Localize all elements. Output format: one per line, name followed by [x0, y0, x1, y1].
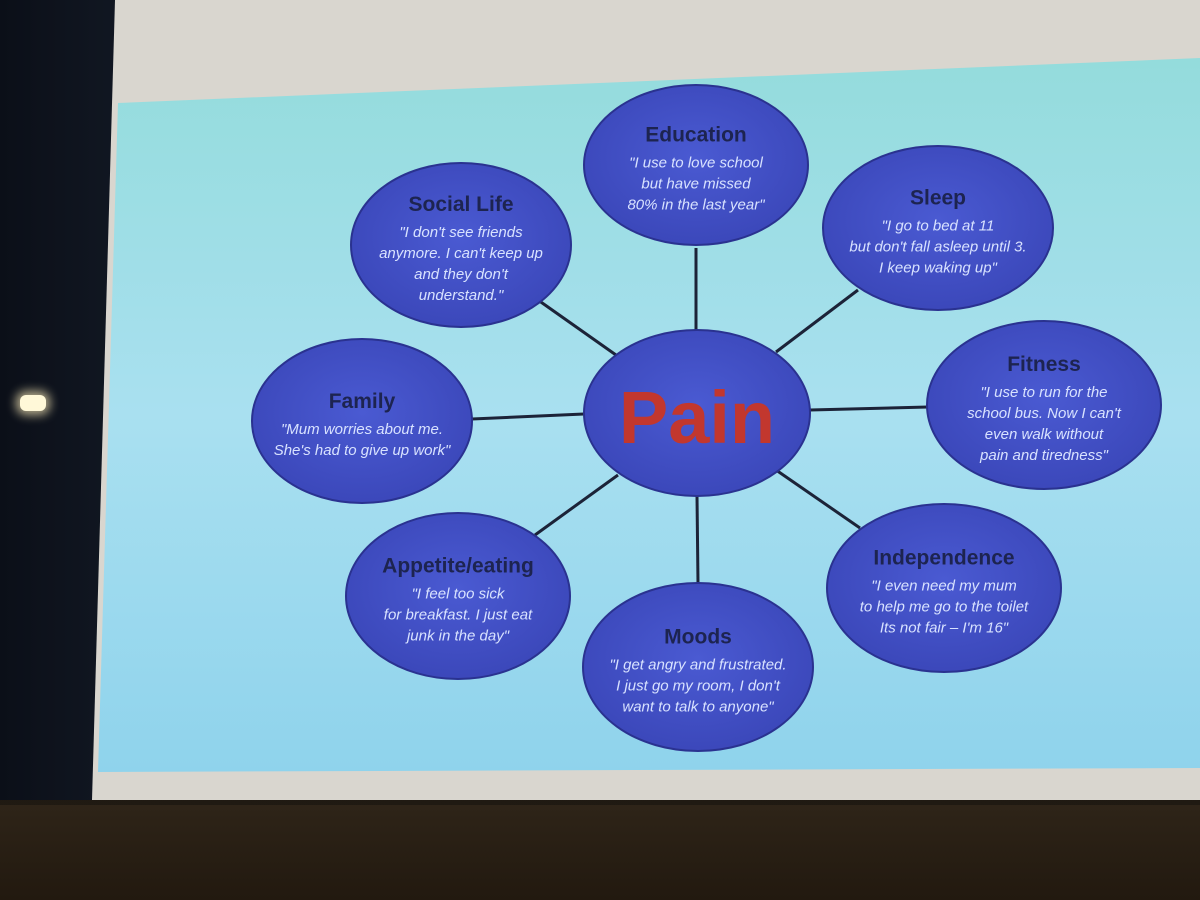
- bubble-quote-line: "I even need my mum: [871, 578, 1016, 595]
- bubble-quote-line: She's had to give up work": [274, 442, 451, 459]
- bubble-title: Sleep: [910, 187, 966, 210]
- bubble-ellipse: [350, 162, 572, 328]
- bubble-node: Social Life "I don't see friends anymore. …: [350, 162, 572, 328]
- bubble-quote-line: junk in the day": [405, 628, 510, 645]
- bubble-group: Education "I use to love school but have m…: [251, 84, 1162, 752]
- bubble-title: Appetite/eating: [382, 555, 534, 578]
- bubble-title: Independence: [873, 547, 1014, 570]
- bubble-title: Social Life: [408, 193, 513, 216]
- connector-lines: [471, 248, 929, 584]
- bubble-title: Fitness: [1007, 353, 1081, 376]
- bubble-ellipse: [251, 338, 473, 504]
- center-node: Pain: [583, 329, 811, 497]
- connector-line: [471, 412, 585, 421]
- bubble-quote-line: even walk without: [985, 426, 1104, 443]
- wall-light: [20, 395, 46, 411]
- bubble-quote-line: to help me go to the toilet: [860, 599, 1029, 616]
- bubble-quote-line: but don't fall asleep until 3.: [849, 239, 1026, 256]
- center-bubble: [583, 329, 811, 497]
- bubble-quote-line: but have missed: [641, 176, 751, 193]
- bubble-quote-line: "Mum worries about me.: [281, 421, 443, 438]
- bubble-quote-line: anymore. I can't keep up: [379, 245, 543, 262]
- connector-line: [534, 473, 619, 537]
- bubble-quote-line: pain and tiredness": [979, 447, 1109, 464]
- bubble-ellipse: [822, 145, 1054, 311]
- connector-line: [775, 468, 861, 530]
- bubble-node: Appetite/eating "I feel too sick for break…: [345, 512, 571, 680]
- bubble-node: Independence "I even need my mum to help m…: [826, 503, 1062, 673]
- floor: [0, 805, 1200, 900]
- bubble-quote-line: want to talk to anyone": [622, 699, 774, 716]
- bubble-title: Moods: [664, 626, 732, 649]
- connector-line: [537, 298, 617, 357]
- bubble-quote-line: understand.": [419, 287, 504, 304]
- bubble-node: Moods "I get angry and frustrated. I just …: [582, 582, 814, 752]
- bubble-title: Education: [645, 124, 747, 147]
- bubble-quote-line: for breakfast. I just eat: [384, 607, 533, 624]
- bubble-node: Education "I use to love school but have m…: [583, 84, 809, 246]
- bubble-node: Family "Mum worries about me. She's had to…: [251, 338, 473, 504]
- connector-line: [809, 405, 929, 412]
- bubble-ellipse: [582, 582, 814, 752]
- bubble-quote-line: I just go my room, I don't: [616, 678, 781, 695]
- bubble-quote-line: "I feel too sick: [412, 586, 506, 603]
- bubble-quote-line: school bus. Now I can't: [967, 405, 1122, 422]
- connector-line: [775, 288, 859, 354]
- bubble-node: Fitness "I use to run for the school bus. …: [926, 320, 1162, 490]
- bubble-quote-line: 80% in the last year": [627, 197, 765, 214]
- bubble-ellipse: [583, 84, 809, 246]
- center-label: Pain: [619, 376, 775, 459]
- bubble-ellipse: [826, 503, 1062, 673]
- bubble-quote-line: "I use to love school: [629, 155, 763, 172]
- bubble-quote-line: "I get angry and frustrated.: [609, 657, 786, 674]
- bubble-title: Family: [329, 390, 396, 413]
- bubble-quote-line: I keep waking up": [879, 260, 998, 277]
- connector-line: [695, 495, 700, 584]
- bubble-quote-line: and they don't: [414, 266, 509, 283]
- bubble-ellipse: [345, 512, 571, 680]
- bubble-quote-line: "I go to bed at 11: [882, 218, 995, 235]
- bubble-quote-line: Its not fair – I'm 16": [880, 620, 1009, 637]
- bubble-ellipse: [926, 320, 1162, 490]
- bubble-node: Sleep "I go to bed at 11 but don't fall as…: [822, 145, 1054, 311]
- bubble-quote-line: "I use to run for the: [980, 384, 1107, 401]
- bubble-quote-line: "I don't see friends: [399, 224, 523, 241]
